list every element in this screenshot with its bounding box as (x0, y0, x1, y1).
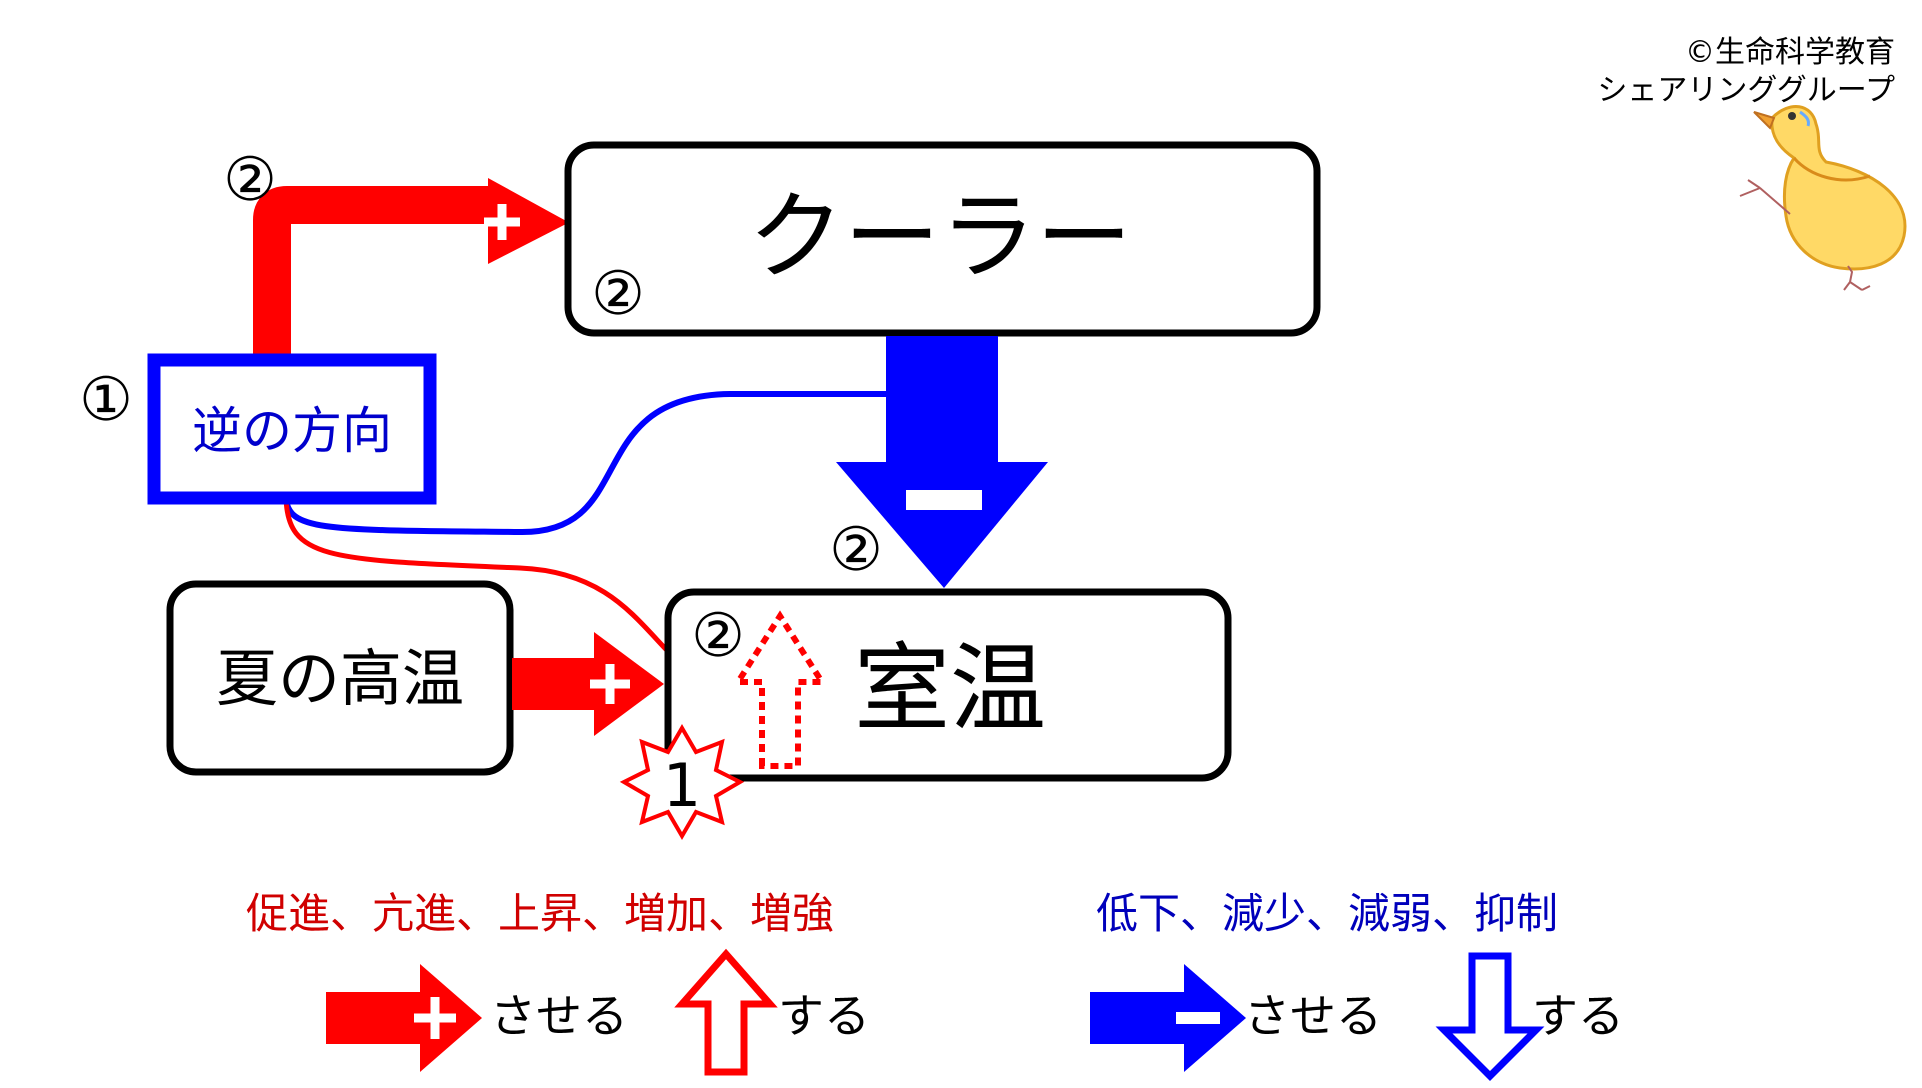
step-2-marker-elbow: ② (223, 145, 277, 215)
promote-arrow-to-cooler (253, 178, 568, 360)
legend-suppress-causes: させる (1244, 989, 1382, 1043)
legend-promote-causes: させる (490, 989, 628, 1043)
legend-decrease-arrow-icon (1435, 952, 1545, 1081)
legend-suppress-arrow-icon (1090, 964, 1246, 1072)
legend-red-terms: 促進、亢進、上昇、増加、増強 (246, 889, 834, 938)
legend-increase-arrow-icon (674, 948, 778, 1076)
step-2-marker-cooler: ② (591, 259, 645, 329)
step-1-marker: ① (79, 365, 133, 435)
legend-decrease-does: する (1532, 989, 1624, 1043)
legend-increase-does: する (778, 989, 870, 1043)
blue-feedback-line (283, 391, 892, 536)
promote-arrow-to-room-temp (512, 632, 664, 736)
room-temp-label: 室温 (854, 633, 1046, 745)
starburst-icon (619, 724, 745, 840)
reverse-direction-label: 逆の方向 (192, 402, 392, 460)
suppress-arrow-to-room-temp (836, 336, 1048, 588)
cooler-label: クーラー (748, 181, 1132, 293)
reverse-direction-box (147, 353, 437, 505)
cooler-box (564, 141, 1321, 337)
summer-heat-box (166, 580, 514, 776)
credit-line-1: ©生命科学教育 (1685, 35, 1895, 70)
legend-promote-arrow-icon (326, 964, 482, 1072)
chick-illustration-icon (1739, 105, 1907, 291)
room-temp-box (664, 588, 1232, 782)
summer-heat-label: 夏の高温 (216, 642, 464, 715)
step-2-marker-suppress: ② (829, 515, 883, 585)
legend-blue-terms: 低下、減少、減弱、抑制 (1096, 889, 1558, 938)
dotted-increase-arrow (732, 610, 828, 769)
step-2-marker-room: ② (691, 601, 745, 671)
credit-line-2: シェアリンググループ (1597, 73, 1895, 108)
start-marker: 1 (663, 751, 701, 821)
